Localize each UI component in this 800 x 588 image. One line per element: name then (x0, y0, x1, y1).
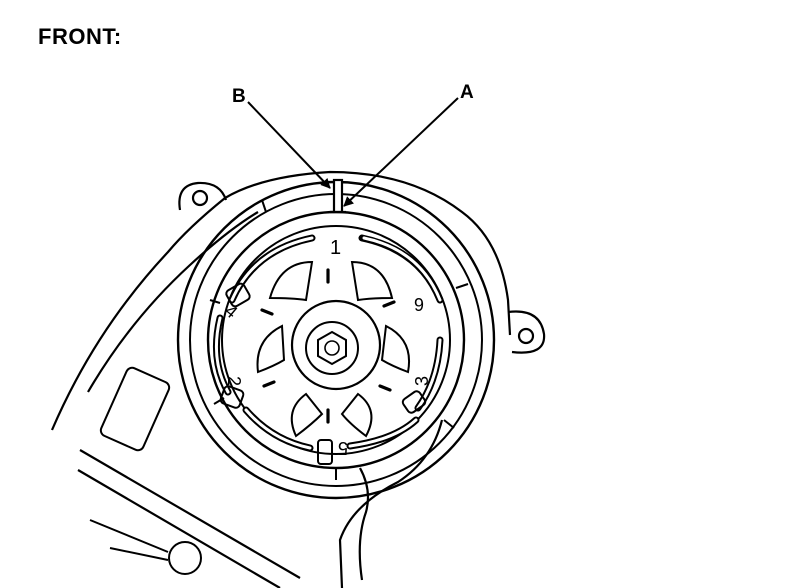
pulley-mark-1: 1 (330, 237, 341, 259)
pulley-mark-3: 3 (412, 376, 432, 386)
leader-b (247, 101, 331, 189)
leader-a (343, 97, 459, 207)
cover-outer-edge (50, 170, 512, 431)
window-bottom-left (290, 392, 324, 438)
belt-tooth-ticks (209, 199, 469, 480)
window-left (256, 324, 286, 374)
callout-label-b: B (232, 86, 246, 107)
pulley-bolt-head (317, 330, 347, 366)
camshaft-pulley (176, 178, 496, 500)
view-heading: FRONT: (38, 24, 122, 49)
belt-cover (50, 170, 512, 588)
pulley-rim-inner (221, 225, 451, 455)
mounting-ear-left (178, 181, 228, 211)
pulley-hub-outer (290, 299, 382, 391)
cover-left-rib-2 (77, 469, 281, 588)
pulley-pads (219, 282, 427, 465)
pulley-mark-6: 6 (414, 294, 424, 314)
callout-label-a: A (460, 82, 474, 103)
cover-left-rib (79, 449, 301, 579)
mounting-ear-right (507, 310, 546, 354)
pulley-dashes (260, 268, 396, 424)
pulley-mark-2: 2 (224, 376, 244, 386)
lower-boss (89, 519, 202, 575)
window-right (380, 324, 410, 374)
pulley-hub-inner (305, 321, 359, 375)
cover-window (99, 366, 171, 452)
rim-slots (212, 234, 444, 452)
pulley-bolt-center (324, 340, 340, 356)
pulley-mark-5: 5 (338, 438, 348, 458)
timing-belt-outer (176, 180, 496, 500)
pulley-windows (256, 260, 410, 438)
window-top-left (268, 260, 314, 302)
window-bottom-right (340, 392, 373, 438)
callout-leaders (247, 97, 459, 207)
window-top-right (350, 260, 394, 302)
cover-right-lower-edge (338, 419, 444, 588)
timing-mark-pointer (330, 178, 346, 214)
cover-inner-edge (87, 211, 259, 393)
cover-lower-edge (358, 467, 370, 581)
